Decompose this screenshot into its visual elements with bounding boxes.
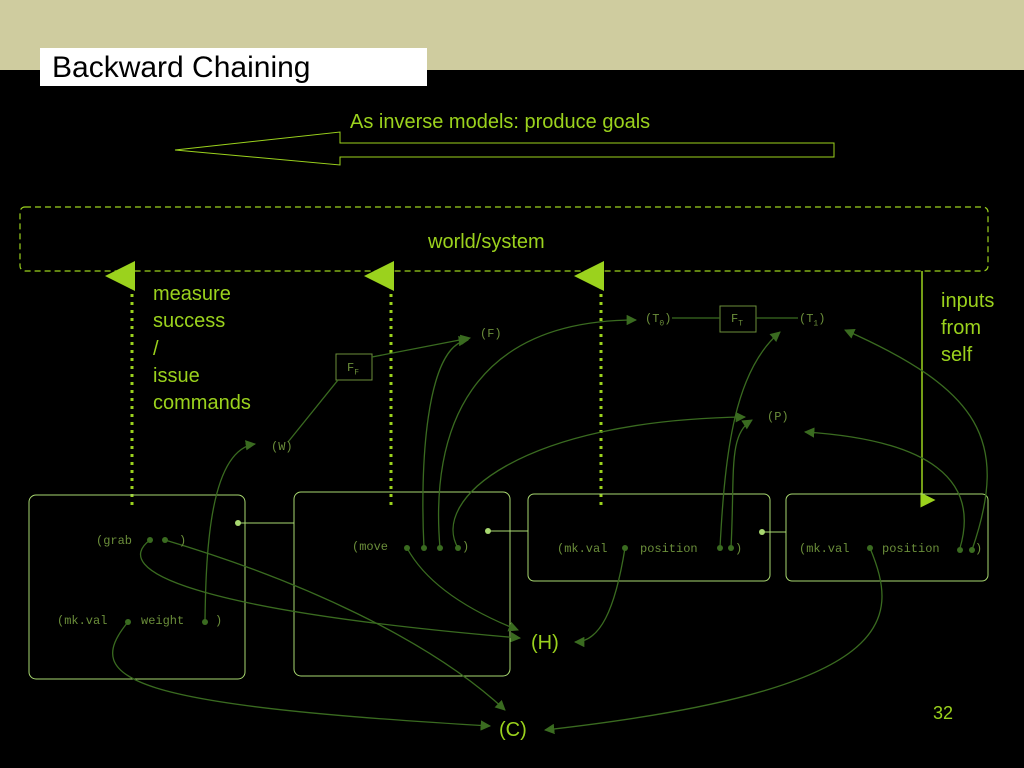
world-system-box [19,206,989,272]
link-weight-w [204,440,257,621]
box-connector-dot-1 [235,520,241,526]
c-node-label: (C) [499,719,527,741]
dot-move-3 [437,545,443,551]
t0-suffix: ) [664,312,672,326]
ff-label: FF [347,361,359,380]
ft-letter: F [731,312,739,326]
dot-pos2-3 [969,547,975,553]
page-number: 32 [933,703,954,723]
right-note-line: inputs [941,290,995,312]
right-note-line: self [941,344,973,366]
position-1-label: position [640,542,698,556]
link-move-h [406,547,519,632]
dot-move-1 [404,545,410,551]
dot-pos1-2 [717,545,723,551]
ft-box [719,305,757,333]
dot-grab-2 [162,537,168,543]
model-box-position-2 [785,493,989,582]
mkval-weight-label: (mk.val [57,614,108,628]
link-move-t0 [437,314,638,549]
link-pos1-t1 [719,331,781,549]
t1-node-label: (T1) [799,312,825,331]
dot-pos2-1 [867,545,873,551]
title-tab [40,48,427,86]
dot-move-2 [421,545,427,551]
ff-letter: F [347,361,355,375]
link-pos1-h [573,547,626,648]
dot-mkval-weight [125,619,131,625]
link-ff-f [371,334,472,358]
link-pos2-c [543,547,883,735]
model-box-position-1 [527,493,771,582]
left-note-line: commands [153,392,251,415]
link-pos1-p [730,419,753,549]
weight-close-label: ) [215,614,223,628]
link-grab-h [140,539,522,643]
position-2-label: position [882,542,940,556]
t0-node-label: (T0) [645,312,671,331]
left-note-line: issue [153,364,200,387]
model-box-grab [28,494,246,680]
weight-label: weight [141,614,185,628]
caption: As inverse models: produce goals [350,111,651,133]
left-note-line: success [153,310,226,333]
slide-title: Backward Chaining [52,51,311,84]
dot-pos2-2 [957,547,963,553]
box-connector-dot-2 [485,528,491,534]
grab-label: (grab [96,534,133,548]
ft-label: FT [731,312,743,331]
box-connector-dot-3 [759,529,765,535]
t1-prefix: (T [799,312,814,326]
mkval-position-1-label: (mk.val [557,542,608,556]
world-system-label: world/system [428,231,545,253]
grab-close-label: ) [179,534,187,548]
t0-subscript: 0 [659,319,665,329]
link-weight-c [112,621,492,731]
t1-suffix: ) [818,312,826,326]
w-node-label: (W) [271,440,293,454]
ft-subscript: T [738,319,744,329]
f-node-label: (F) [480,327,502,341]
link-grab-c [164,539,506,711]
dot-pos1-1 [622,545,628,551]
model-box-move [293,491,511,677]
t0-prefix: (T [645,312,660,326]
position-1-close-label: ) [735,542,743,556]
position-2-close-label: ) [975,542,983,556]
right-note-line: from [941,317,981,339]
h-node-label: (H) [531,632,559,654]
link-pos2-t1 [844,329,988,551]
dot-grab-1 [147,537,153,543]
link-move-f-1 [422,335,470,549]
goal-direction-arrow [174,131,835,166]
move-close-label: ) [462,540,470,554]
mkval-position-2-label: (mk.val [799,542,850,556]
dot-move-4 [455,545,461,551]
ff-subscript: F [354,368,360,378]
link-move-p [452,411,747,549]
left-note: measure success / issue commands [153,281,293,417]
link-w-ff [287,379,339,443]
left-note-line: / [153,337,159,360]
dot-weight [202,619,208,625]
move-label: (move [352,540,389,554]
right-note: inputs from self [941,288,1021,369]
link-pos2-p [803,427,965,549]
left-note-line: measure [153,283,231,305]
ff-box [335,353,373,381]
dot-pos1-3 [728,545,734,551]
p-node-label: (P) [767,410,789,424]
t1-subscript: 1 [813,319,819,329]
